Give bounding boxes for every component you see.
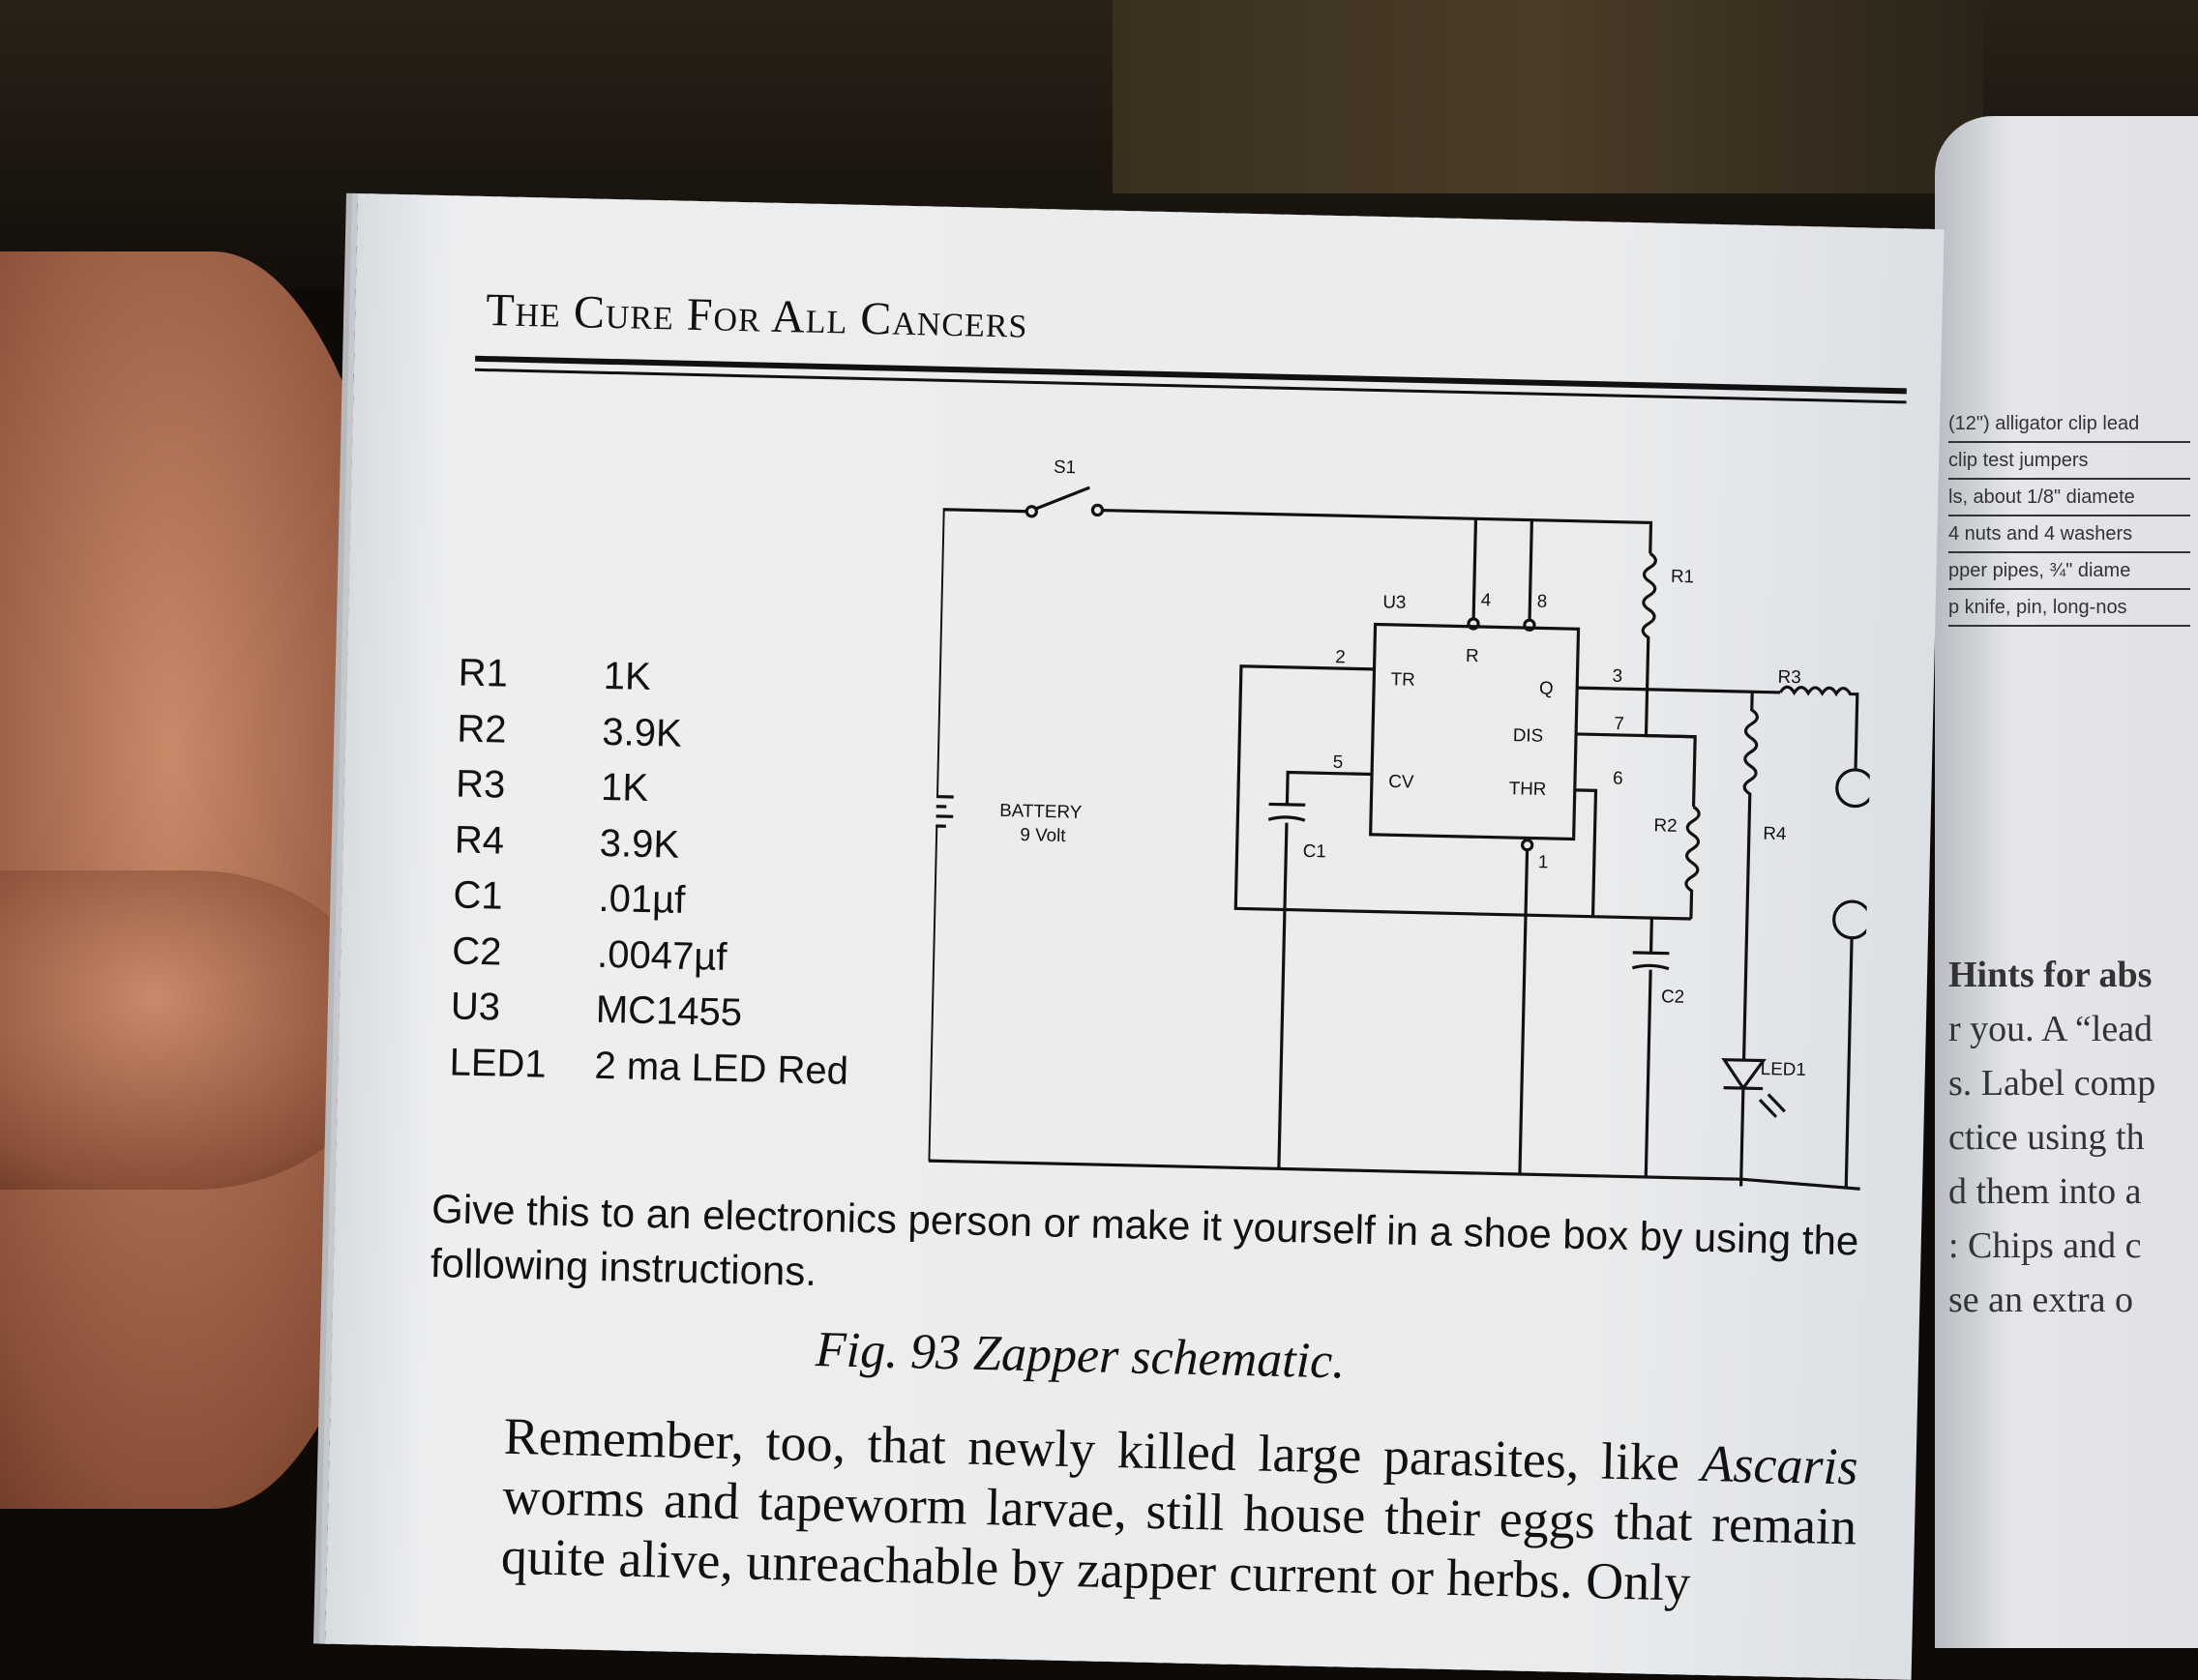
table-row: 4 nuts and 4 washers	[1948, 516, 2190, 553]
part-value: .01µf	[598, 876, 686, 922]
pin-label-thr: THR	[1508, 778, 1546, 799]
body-paragraph: Remember, too, that newly killed large p…	[423, 1404, 1858, 1617]
part-ref: LED1	[449, 1040, 548, 1086]
label-r1: R1	[1671, 566, 1695, 587]
label-r3: R3	[1777, 666, 1801, 688]
pin-label-tr: TR	[1390, 668, 1415, 690]
part-value: MC1455	[595, 987, 743, 1035]
text-line: s. Label comp	[1948, 1063, 2156, 1104]
resistor-r4	[1741, 692, 1759, 1061]
text-line: r you. A “lead	[1948, 1009, 2153, 1049]
part-ref: C1	[453, 873, 504, 918]
part-row: R4 3.9K	[454, 812, 854, 877]
table-row: p knife, pin, long-nos	[1948, 590, 2190, 627]
label-c2: C2	[1661, 986, 1685, 1007]
pin-label-r: R	[1466, 645, 1479, 665]
pin-number-7: 7	[1614, 713, 1624, 733]
table-row: pper pipes, ¾" diame	[1948, 553, 2190, 590]
capacitor-c1	[1267, 802, 1306, 822]
thumb	[0, 870, 387, 1190]
pin-number-3: 3	[1612, 665, 1622, 686]
materials-table: (12") alligator clip lead clip test jump…	[1948, 406, 2190, 627]
part-ref: C2	[451, 928, 502, 974]
part-ref: U3	[450, 985, 501, 1029]
electrode-terminal	[1832, 899, 1872, 940]
wire	[1518, 850, 1530, 1175]
zapper-schematic: S1 R1 U3 R TR Q DIS CV THR 4 8 2 5 3 7 6…	[928, 457, 1876, 1191]
pin-number-4: 4	[1481, 589, 1492, 609]
part-ref: R3	[455, 762, 506, 807]
pin-label-q: Q	[1539, 678, 1554, 698]
label-battery: BATTERY	[999, 800, 1083, 822]
led1-symbol	[1721, 1057, 1786, 1187]
body-italic-text: Ascaris	[1700, 1433, 1859, 1496]
part-row: C1 .01µf	[453, 868, 853, 932]
part-ref: R2	[456, 706, 508, 752]
wire	[1576, 732, 1696, 739]
table-row: (12") alligator clip lead	[1948, 406, 2190, 443]
text-line: : Chips and c	[1948, 1225, 2142, 1266]
table-row: ls, about 1/8" diamete	[1948, 480, 2190, 516]
pin-number-8: 8	[1537, 591, 1548, 611]
part-row: U3 MC1455	[450, 979, 850, 1044]
resistor-r2	[1684, 805, 1701, 920]
pin-number-5: 5	[1333, 752, 1344, 772]
ic-u3-box	[1369, 622, 1581, 841]
battery-symbol	[928, 794, 954, 828]
label-r4: R4	[1763, 823, 1787, 844]
part-value: 1K	[603, 654, 652, 698]
switch-s1-symbol	[1025, 486, 1105, 518]
wire	[1103, 509, 1653, 554]
part-value: 1K	[600, 765, 649, 810]
part-value: 3.9K	[599, 821, 680, 867]
part-ref: R1	[458, 651, 509, 695]
part-value: 3.9K	[601, 710, 683, 755]
part-row: C2 .0047µf	[452, 924, 852, 988]
label-led1: LED1	[1761, 1058, 1807, 1079]
resistor-r3	[1778, 685, 1859, 769]
pin-label-cv: CV	[1388, 771, 1414, 792]
pin-number-1: 1	[1538, 851, 1549, 871]
part-ref: R4	[454, 817, 505, 863]
running-header-title: The Cure For All Cancers	[485, 284, 1029, 348]
label-r2: R2	[1653, 814, 1678, 836]
text-line: se an extra o	[1948, 1280, 2133, 1320]
part-row: LED1 2 ma LED Red	[449, 1035, 849, 1100]
electrode-terminal	[1835, 768, 1876, 809]
pin-label-dis: DIS	[1513, 724, 1544, 746]
background-bookshelf-right	[1113, 0, 1983, 193]
part-row: R3 1K	[456, 756, 856, 821]
wire	[1233, 664, 1691, 921]
part-row: R2 3.9K	[457, 701, 857, 766]
text-line: d them into a	[1948, 1171, 2142, 1212]
pin-number-2: 2	[1335, 646, 1346, 666]
wire	[1277, 770, 1373, 1169]
label-c1: C1	[1302, 840, 1326, 862]
schematic-caption-text: Give this to an electronics person or ma…	[430, 1186, 1859, 1295]
part-row: R1 1K	[458, 645, 858, 710]
wire	[1577, 686, 1781, 694]
table-row: clip test jumpers	[1948, 443, 2190, 480]
resistor-r1	[1641, 551, 1697, 808]
part-value: .0047µf	[596, 932, 728, 979]
right-page-text: Hints for abs r you. A “lead s. Label co…	[1948, 948, 2190, 1327]
pin-number-6: 6	[1613, 768, 1623, 788]
label-u3: U3	[1382, 591, 1407, 612]
wire	[1471, 518, 1533, 621]
parts-list: R1 1K R2 3.9K R3 1K R4 3.9K C1 .01µf C2 .0047µ…	[449, 645, 858, 1099]
wire	[928, 508, 1028, 1162]
wire	[928, 1159, 1860, 1191]
wire	[1844, 937, 1854, 1189]
label-s1: S1	[1054, 457, 1077, 478]
right-page: (12") alligator clip lead clip test jump…	[1935, 116, 2198, 1648]
section-heading: Hints for abs	[1948, 955, 2153, 995]
figure-caption: Fig. 93 Zapper schematic.	[815, 1322, 1346, 1390]
text-line: ctice using th	[1948, 1117, 2145, 1158]
part-value: 2 ma LED Red	[594, 1044, 849, 1093]
wire	[1644, 918, 1653, 1178]
label-battery-volt: 9 Volt	[1020, 824, 1066, 845]
capacitor-c2	[1631, 951, 1670, 971]
